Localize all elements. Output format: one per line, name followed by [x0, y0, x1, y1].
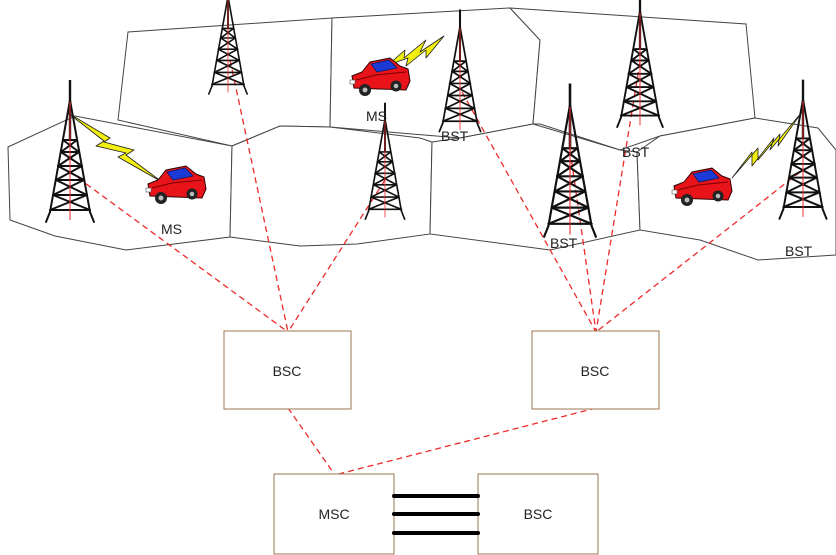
cell-bottom-right: [636, 117, 836, 261]
radio-link-icon: [387, 35, 445, 67]
msc-label: MSC: [318, 506, 349, 522]
labels: MS MS BST BST BST BST: [161, 108, 813, 259]
ms-label: MS: [161, 221, 182, 237]
link-bsc-right-msc: [334, 407, 597, 476]
bst-label: BST: [441, 128, 469, 144]
link-tower-6-bsc-right: [595, 61, 641, 333]
bst-label: BST: [785, 243, 813, 259]
bst-label: BST: [550, 235, 578, 251]
ms-label: MS: [366, 108, 387, 124]
bsc-lower-label: BSC: [524, 506, 553, 522]
bst-label: BST: [622, 144, 650, 160]
trunk-lines: [392, 494, 480, 535]
link-tower-2-bsc-left: [229, 59, 289, 333]
bsc-left-label: BSC: [273, 363, 302, 379]
bsc-right-box: [531, 330, 660, 410]
link-tower-1-bsc-left: [69, 171, 289, 333]
link-tower-7-bsc-right: [595, 171, 801, 333]
bsc-left: BSC: [223, 330, 352, 410]
msc-box: [273, 473, 395, 555]
cell-bottom-center-left: [229, 125, 433, 247]
bsc-left-box: [223, 330, 352, 410]
bsc-right-label: BSC: [581, 363, 610, 379]
link-bsc-left-msc: [287, 407, 336, 476]
bsc-lower: BSC: [477, 473, 599, 555]
bsc-lower-box: [477, 473, 599, 555]
msc-unit: MSC: [273, 473, 395, 555]
link-tower-4-bsc-right: [461, 91, 597, 333]
bsc-right: BSC: [531, 330, 660, 410]
